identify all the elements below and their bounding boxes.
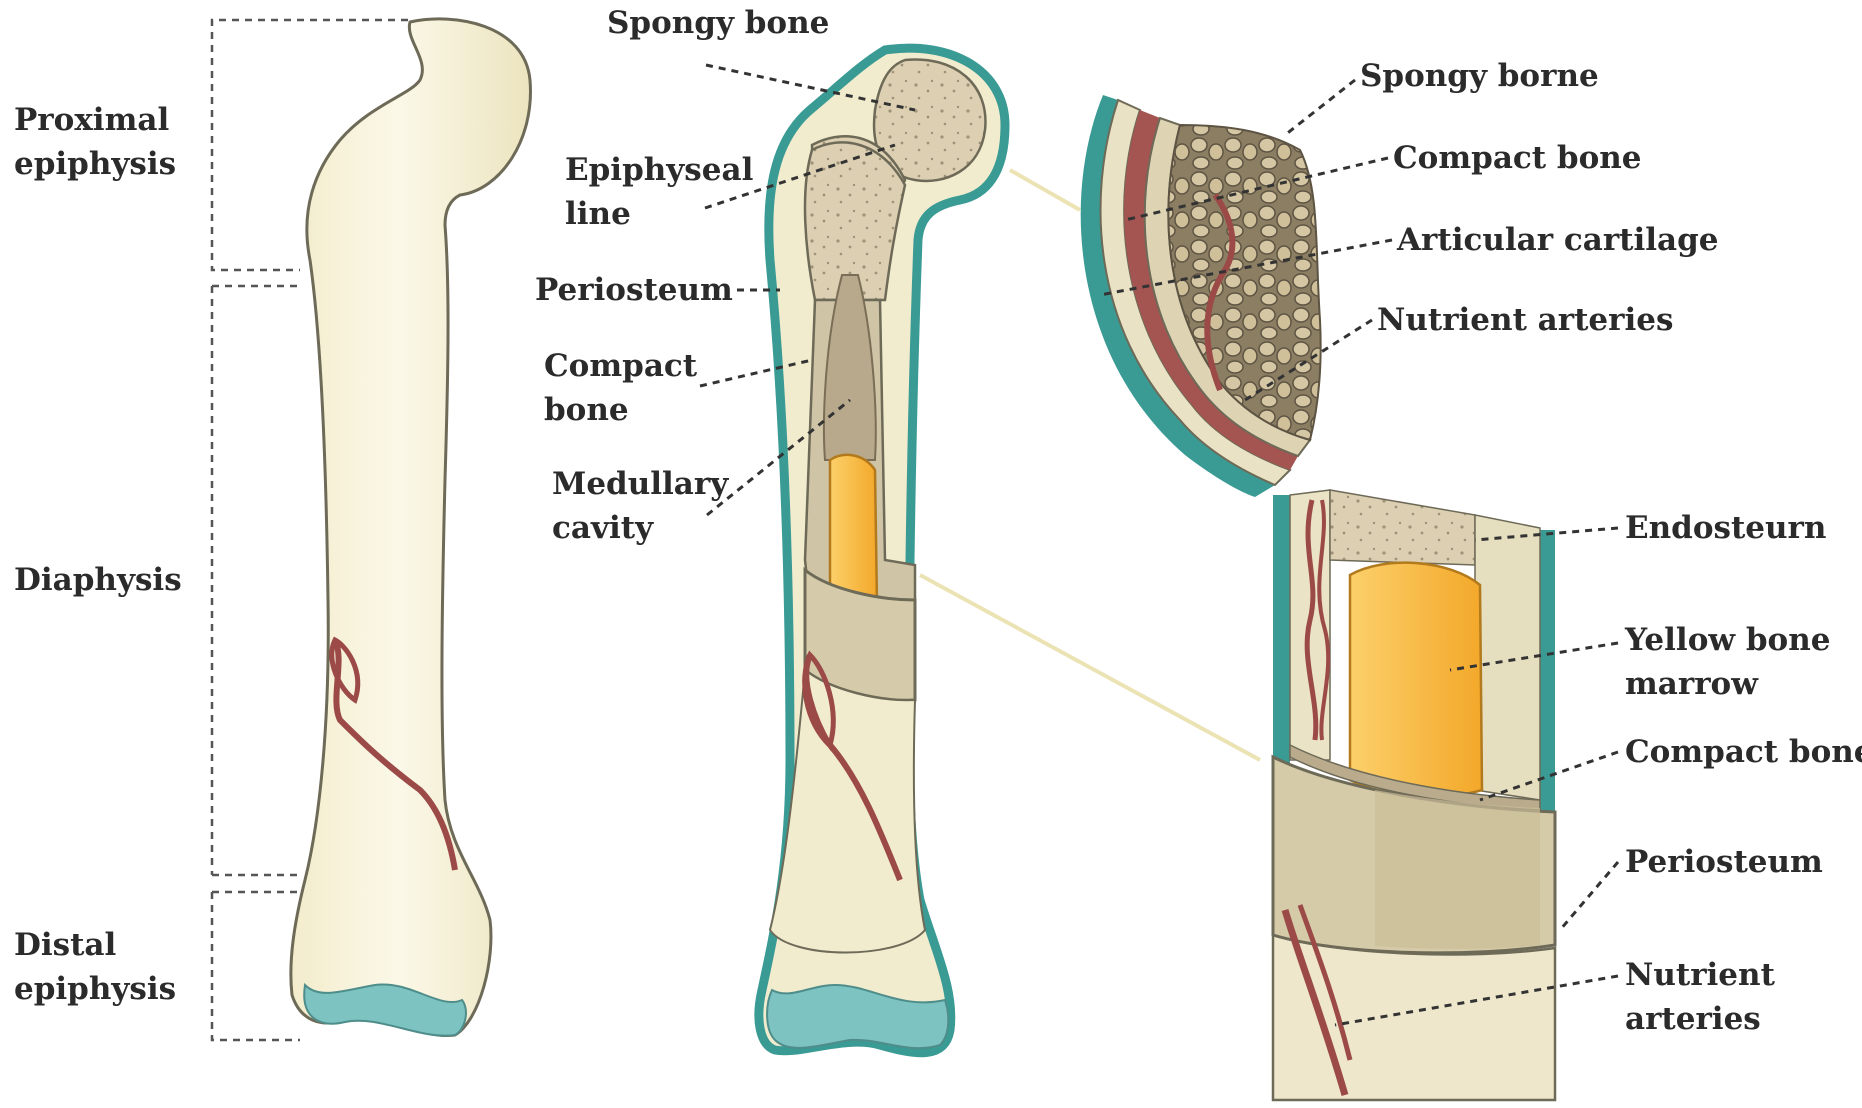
head-detail	[1081, 95, 1321, 497]
label-endosteum: Endosteurn	[1625, 510, 1826, 546]
label-compact-bone-mid-line1: Compact	[544, 348, 698, 384]
label-distal-epiphysis-line2: epiphysis	[14, 971, 176, 1007]
label-compact-bone-mid: Compact bone	[544, 348, 708, 428]
sectioned-femur	[759, 48, 1005, 1053]
label-diaphysis: Diaphysis	[14, 562, 182, 598]
whole-femur	[291, 19, 531, 1036]
label-nutrient-arteries-head: Nutrient arteries	[1377, 302, 1673, 338]
femur-outline	[291, 19, 531, 1036]
connector-head-detail	[1010, 170, 1080, 210]
label-medullary-cavity-line2: cavity	[552, 510, 654, 546]
label-periosteum-shaft: Periosteum	[1625, 844, 1823, 880]
label-medullary-cavity-line1: Medullary	[552, 466, 729, 502]
label-proximal-epiphysis-line1: Proximal	[14, 102, 169, 138]
label-spongy-borne: Spongy borne	[1360, 58, 1599, 94]
label-yellow-bone-marrow-line1: Yellow bone	[1624, 622, 1830, 658]
bracket-distal	[212, 892, 300, 1040]
label-compact-bone-shaft: Compact bone	[1625, 734, 1862, 770]
label-articular-cartilage: Articular cartilage	[1396, 222, 1719, 258]
label-yellow-bone-marrow-line2: marrow	[1625, 666, 1759, 702]
lead-periosteum-shaft	[1560, 862, 1618, 930]
label-nutrient-arteries-shaft: Nutrient arteries	[1625, 957, 1786, 1037]
label-compact-bone-mid-line2: bone	[544, 392, 629, 428]
label-compact-bone-head: Compact bone	[1393, 140, 1642, 176]
lead-spongy-borne	[1285, 80, 1355, 135]
label-spongy-bone: Spongy bone	[607, 5, 829, 41]
label-epiphyseal-line: Epiphyseal line	[565, 152, 764, 232]
shaft-detail-spongy-top	[1330, 490, 1475, 565]
label-nutrient-arteries-shaft-line2: arteries	[1625, 1001, 1761, 1037]
shaft-detail	[1273, 490, 1555, 1100]
shaft-detail-compact-wall-right	[1475, 515, 1540, 800]
connector-shaft-detail	[920, 575, 1260, 760]
label-epiphyseal-line-line2: line	[565, 196, 631, 232]
label-distal-epiphysis: Distal epiphysis	[14, 927, 176, 1007]
label-epiphyseal-line-line1: Epiphyseal	[565, 152, 753, 188]
label-periosteum-mid: Periosteum	[535, 272, 733, 308]
label-yellow-bone-marrow: Yellow bone marrow	[1624, 622, 1841, 702]
label-proximal-epiphysis: Proximal epiphysis	[14, 102, 180, 182]
label-proximal-epiphysis-line2: epiphysis	[14, 146, 176, 182]
label-nutrient-arteries-shaft-line1: Nutrient	[1625, 957, 1776, 993]
shaft-detail-cut-shade	[1375, 790, 1540, 949]
shaft-detail-lower-shaft	[1273, 935, 1555, 1100]
shaft-detail-marrow	[1350, 563, 1482, 797]
label-medullary-cavity: Medullary cavity	[552, 466, 739, 546]
label-distal-epiphysis-line1: Distal	[14, 927, 116, 963]
